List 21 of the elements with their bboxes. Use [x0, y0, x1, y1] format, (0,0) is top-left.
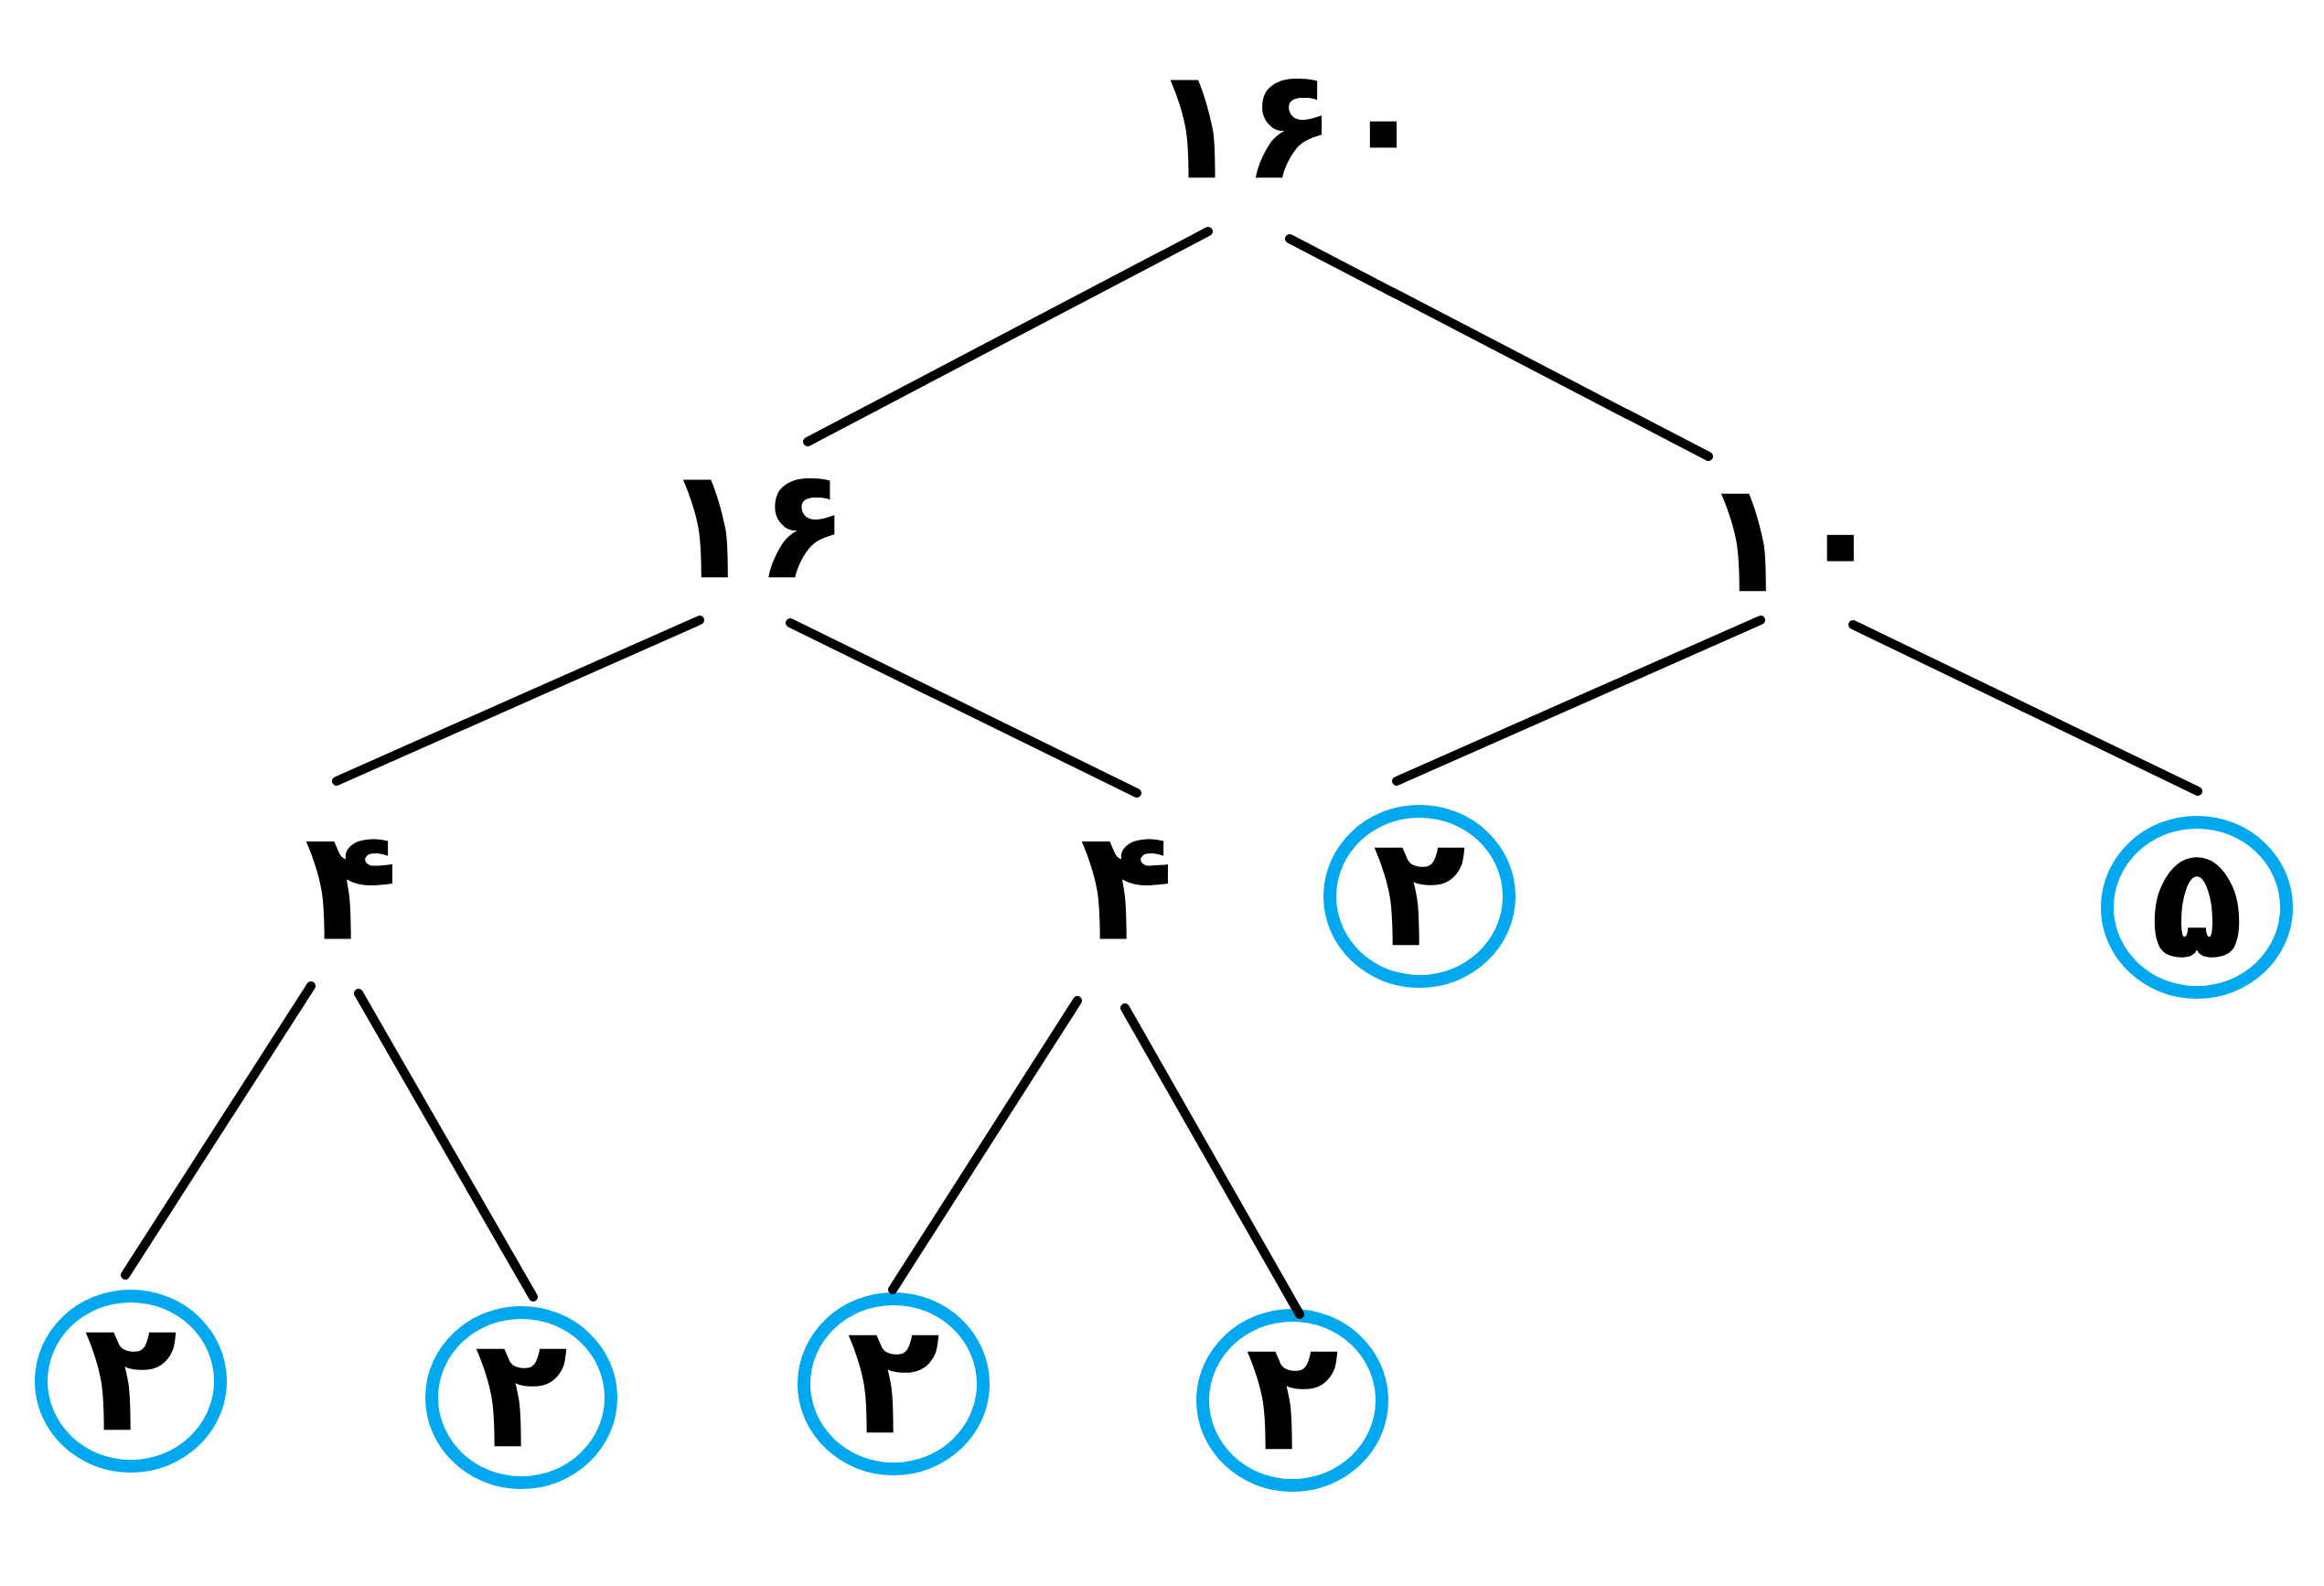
number: ۱۶۰ [1170, 78, 1398, 178]
line [1848, 620, 2202, 796]
number: ۱۰ [1720, 493, 1854, 592]
line [888, 996, 1082, 1294]
line [786, 618, 1141, 798]
circled-number: ۲ [1196, 1309, 1388, 1492]
circled-number: ۲ [798, 1292, 990, 1475]
line [803, 227, 1213, 446]
line [354, 989, 538, 1302]
line [332, 616, 704, 786]
line [1120, 1003, 1304, 1319]
line [1285, 234, 1713, 461]
number: ۱۶ [682, 477, 835, 578]
number: ۴ [1081, 839, 1168, 939]
number: ۴ [305, 839, 392, 939]
line [121, 981, 316, 1280]
circled-number: ۲ [425, 1306, 617, 1489]
circled-number: ۵ [2101, 816, 2293, 999]
line [1392, 616, 1765, 786]
circled-number: ۲ [35, 1290, 227, 1473]
circled-number: ۲ [1323, 805, 1515, 988]
